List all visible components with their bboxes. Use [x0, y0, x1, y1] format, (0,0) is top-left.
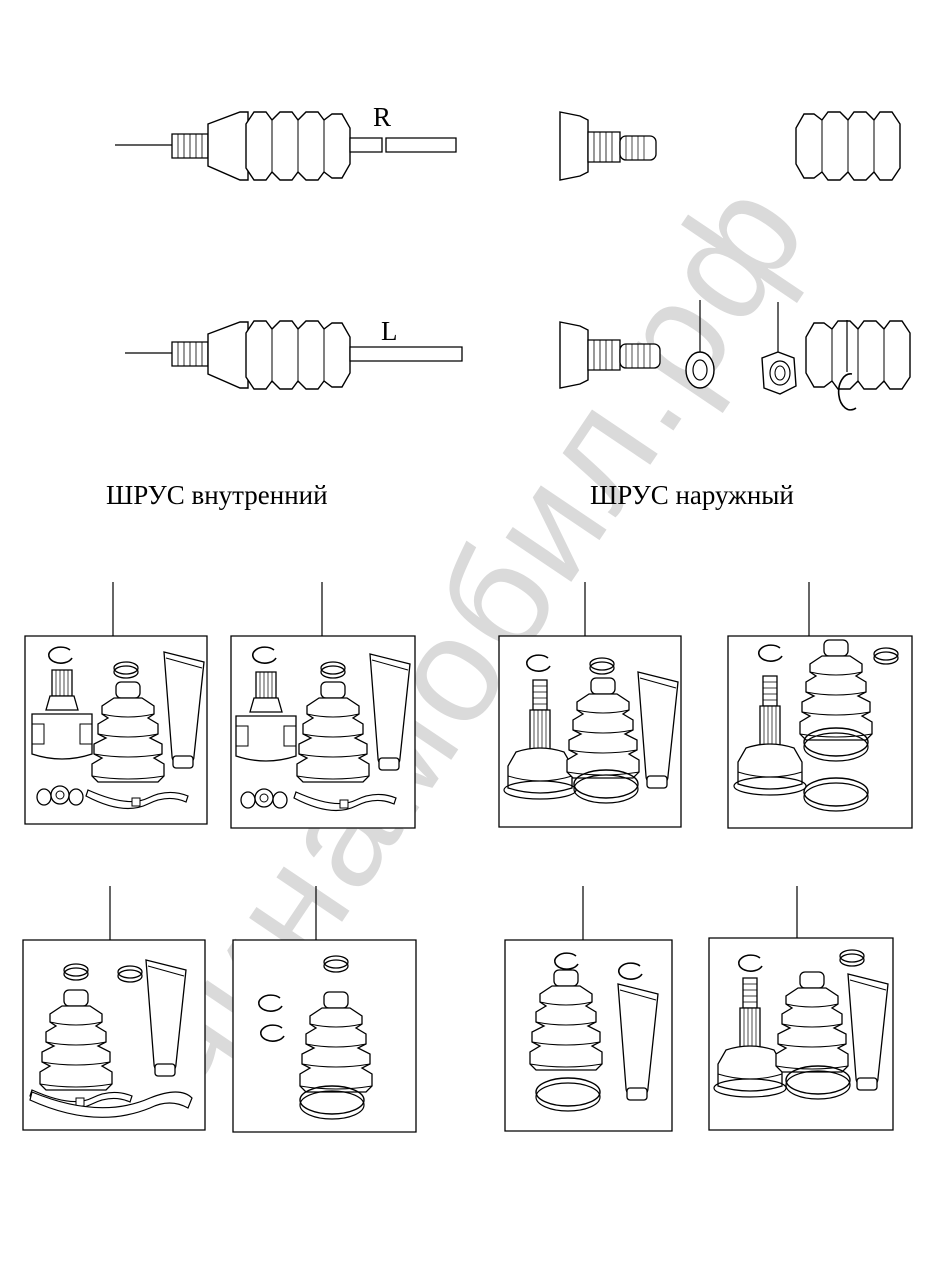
inner-boot-kit-2	[233, 886, 416, 1132]
outer-joint-kit-3	[709, 886, 893, 1130]
outer-joint-kit-2	[728, 582, 912, 828]
inner-boot-kit-1	[23, 886, 205, 1130]
outer-boot-kit-1	[505, 886, 672, 1131]
washer	[686, 300, 714, 388]
nut	[762, 302, 796, 394]
circlip	[839, 320, 856, 410]
shaft-left-label: L	[381, 316, 398, 346]
shaft-right-label: R	[373, 102, 392, 132]
inner-joint-kit-2	[231, 582, 415, 828]
outer-joint-kit-1	[499, 582, 681, 827]
drive-shaft-left	[125, 320, 911, 390]
drive-shaft-right	[115, 112, 901, 180]
inner-joint-section-label: ШРУС внутренний	[106, 480, 328, 510]
inner-joint-kit-1	[25, 582, 207, 824]
outer-joint-section-label: ШРУС наружный	[590, 480, 794, 510]
